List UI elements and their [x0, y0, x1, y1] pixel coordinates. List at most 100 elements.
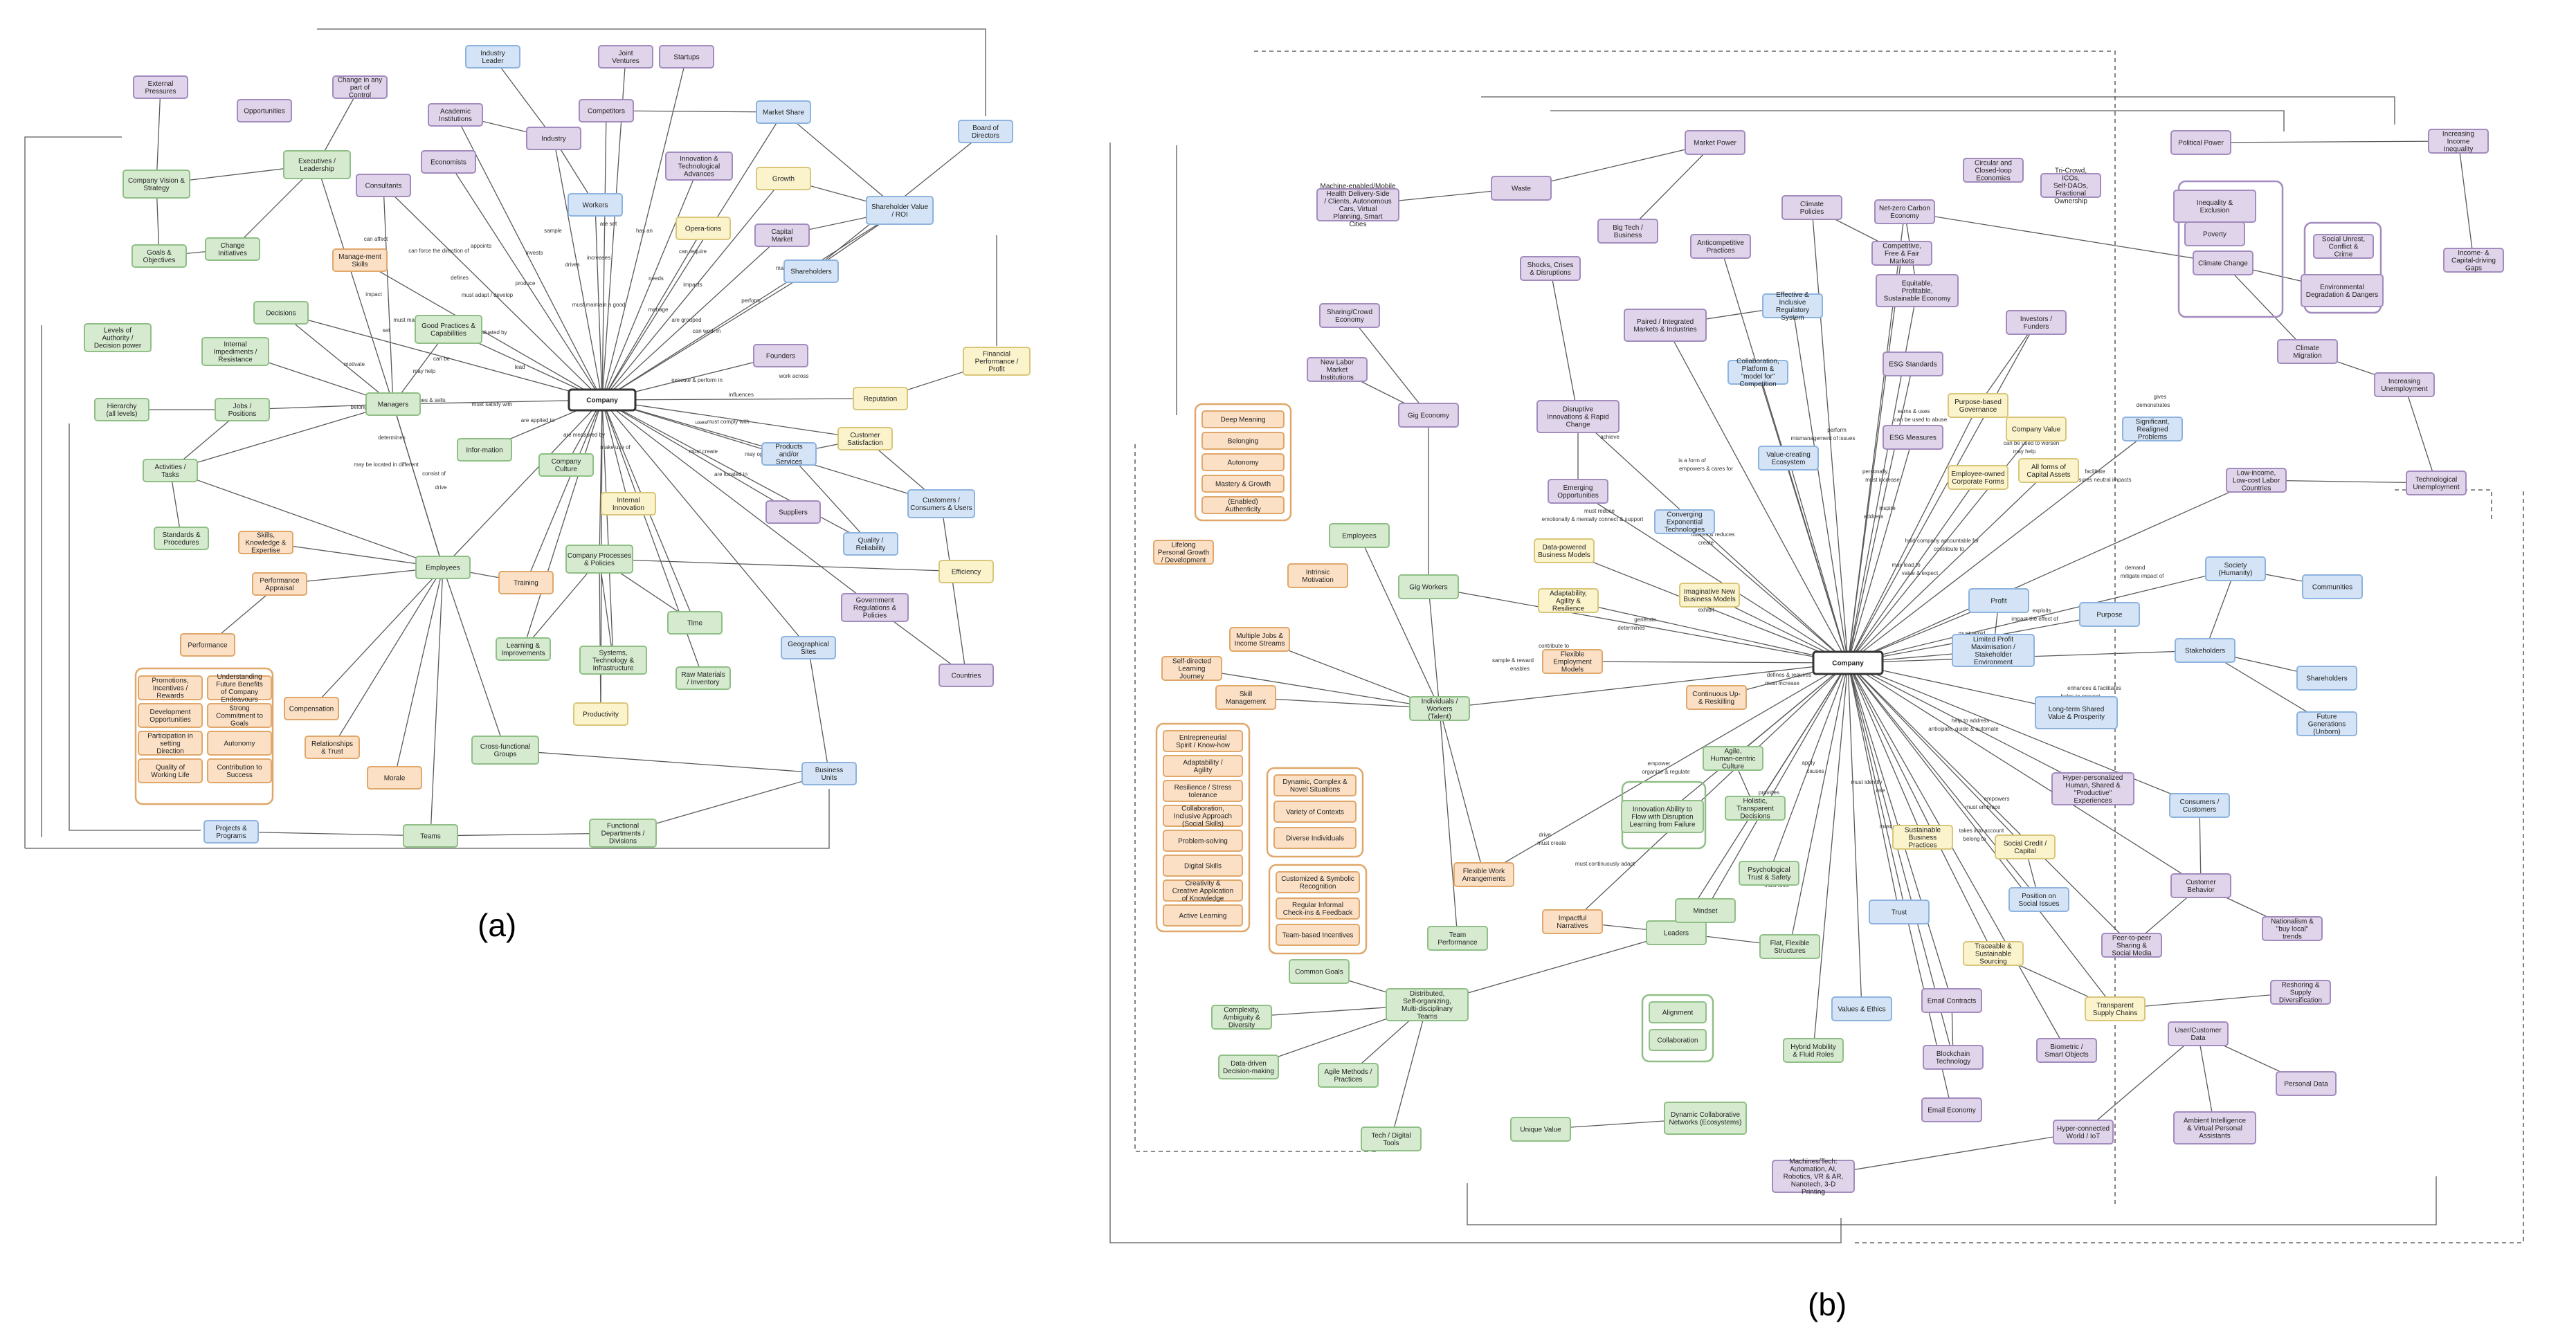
node-label: Suppliers — [779, 509, 808, 517]
node-box — [1883, 352, 1943, 376]
node-label: Decision power — [94, 343, 142, 350]
node-industry: Industry — [526, 127, 581, 150]
edge-label: achieve — [1600, 434, 1620, 440]
edge-label: must continuously adapt — [1575, 861, 1635, 867]
edge-connector — [430, 567, 444, 837]
node-box — [1686, 685, 1747, 710]
node-jobs-positions: Jobs /Positions — [215, 398, 270, 421]
node-label: Sharing & — [2116, 942, 2147, 950]
node-box — [1163, 830, 1243, 852]
node-environment-diverse-individuals: Diverse Individuals — [1273, 827, 1357, 849]
node-box — [2085, 996, 2146, 1021]
node-shareholder-value-roi: Shareholder Value/ ROI — [866, 196, 934, 225]
node-label: Trust — [1892, 909, 1907, 917]
edge-label: sample & reward — [1492, 657, 1534, 664]
node-box — [1762, 293, 1823, 318]
node-box — [1654, 509, 1715, 534]
node-label: Technological — [2415, 476, 2458, 484]
node-label: Performance — [1437, 939, 1478, 947]
node-box — [1409, 696, 1470, 721]
edge-label: can be used to abuse — [1894, 417, 1948, 423]
node-label: Shocks, Crises — [1527, 262, 1574, 269]
node-competitors: Competitors — [579, 99, 634, 122]
edge-label: apply — [1802, 760, 1815, 766]
node-label: Founders — [766, 353, 795, 361]
node-label: Managers — [378, 401, 408, 409]
node-label: Ambiguity & — [1223, 1014, 1260, 1022]
node-label: Robotics, VR & AR, — [1784, 1174, 1844, 1181]
edge-connector — [265, 542, 444, 568]
edge-connector — [1847, 662, 1923, 838]
node-box — [180, 633, 235, 657]
node-box — [1386, 988, 1469, 1021]
node-employees: Employees — [1329, 523, 1390, 548]
node-shareholders: Shareholders — [783, 259, 839, 283]
node-label: Sourcing — [1979, 958, 2006, 966]
edge-connector — [601, 271, 812, 401]
node-box — [1727, 360, 1788, 385]
node-label: Personal Growth — [1158, 549, 1209, 557]
node-label: Arrangements — [1462, 875, 1506, 883]
node-label: Future Benefits — [216, 681, 263, 688]
node-box — [253, 301, 309, 325]
edge-label: increases — [587, 255, 610, 261]
node-label: Capital-driving — [2451, 257, 2496, 265]
node-box — [1307, 357, 1368, 382]
node-relationships-trust: Relationships& Trust — [305, 736, 360, 759]
node-inequality-exclusion: Inequality &Exclusion — [2173, 190, 2256, 223]
node-label: Sustainable Economy — [1884, 295, 1951, 303]
node-label: Board of — [972, 125, 999, 132]
edge-label: inspire — [1879, 505, 1896, 511]
edge-connector — [442, 567, 506, 751]
node-box — [2006, 417, 2067, 441]
node-box — [2193, 250, 2253, 275]
node-box — [2374, 372, 2435, 397]
node-consumers-customers: Consumers /Customers — [2169, 793, 2230, 818]
edge-connector — [808, 647, 830, 774]
edge-label: hold company accountable for — [1905, 538, 1979, 544]
node-label: Diversification — [2279, 997, 2322, 1005]
node-label: Data-driven — [1231, 1060, 1267, 1068]
node-box — [843, 532, 898, 556]
node-label: Incentives / — [153, 685, 188, 693]
node-society-humanity: Society(Humanity) — [2205, 556, 2266, 581]
node-label: Collaboration, — [1181, 805, 1224, 813]
edge-connector — [601, 399, 866, 439]
edge-label: emotionally & mentally connect & support — [1542, 516, 1644, 522]
node-label: Financial — [983, 351, 1010, 358]
node-label: Increasing — [2388, 378, 2420, 385]
node-box — [1534, 538, 1595, 563]
node-label: Autonomy — [224, 740, 255, 748]
node-box — [238, 531, 293, 554]
node-box — [207, 758, 272, 783]
edge-label: drives — [565, 262, 579, 268]
node-box — [356, 174, 411, 197]
edge-label: must embrace — [1966, 804, 2001, 810]
node-box — [2040, 173, 2101, 198]
node-label: Relationships — [311, 740, 353, 748]
edge-connector — [1439, 662, 1849, 709]
edge-connector — [1789, 662, 1849, 947]
node-label: Infor-mation — [466, 447, 502, 455]
node-good-practices-capabilities: Good Practices &Capabilities — [415, 315, 482, 344]
node-label: Shareholders — [2306, 675, 2347, 683]
node-label: Individuals / — [1422, 698, 1458, 706]
node-label: Planning, Smart — [1333, 213, 1382, 221]
node-motivator-autonomy: Autonomy — [207, 731, 272, 756]
node-label: Technology — [1936, 1058, 1971, 1066]
edge-label: anticipate, guide & automate — [1928, 726, 1999, 732]
node-label: Market Share — [763, 109, 804, 117]
